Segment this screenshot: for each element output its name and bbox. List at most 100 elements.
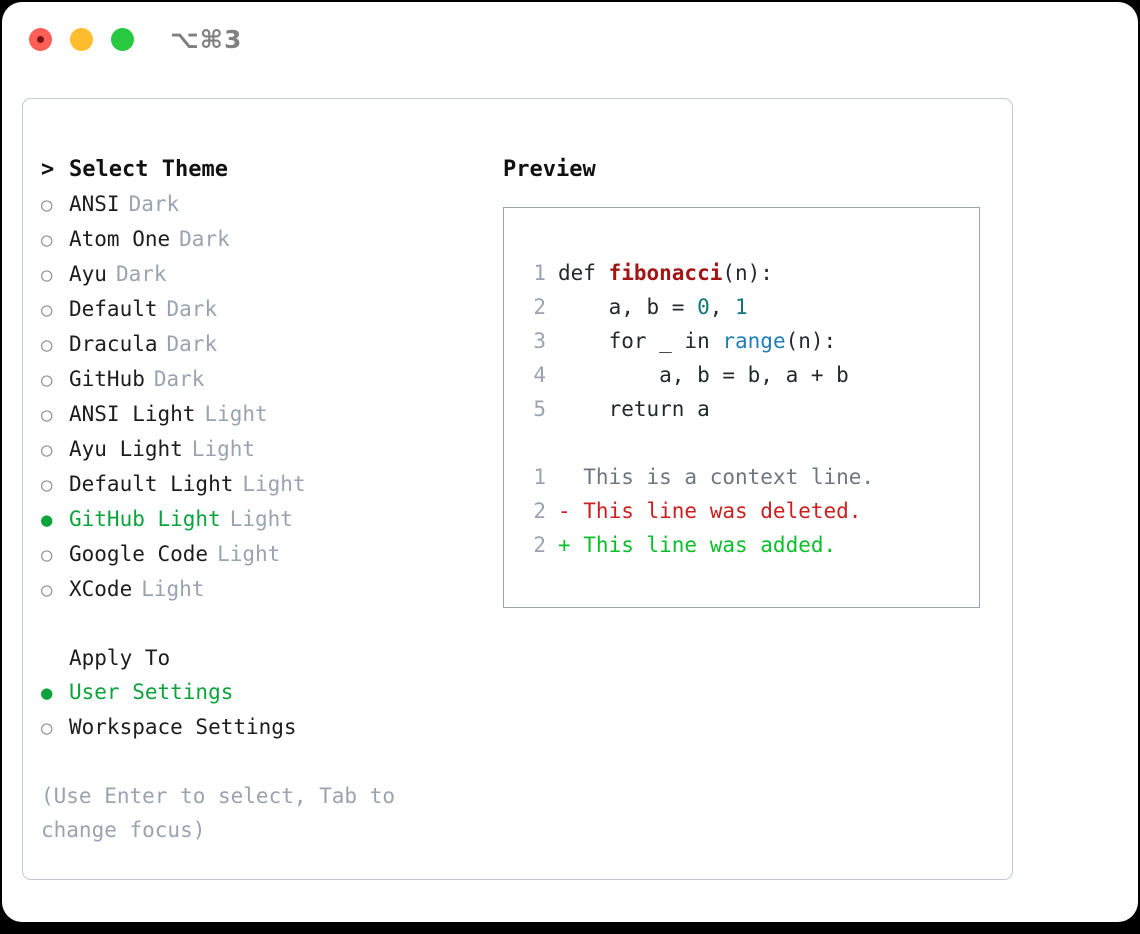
code-token-function: fibonacci <box>608 261 723 285</box>
theme-option-variant-tag: Dark <box>128 192 180 216</box>
theme-option-label: Default Light <box>69 472 234 496</box>
radio-unselected-icon: ○ <box>41 229 53 251</box>
diff-line-number: 2 <box>533 499 546 523</box>
diff-line-content: + This line was added. <box>558 533 837 557</box>
code-token-number: 0 <box>697 295 710 319</box>
theme-option-atom-one[interactable]: ○ Atom One Dark <box>41 222 481 257</box>
diff-line-number: 1 <box>533 465 546 489</box>
theme-option-label: Dracula <box>69 332 158 356</box>
code-token-plain: a, b = <box>558 295 698 319</box>
theme-option-label: Ayu <box>69 262 107 286</box>
diff-sample: 1 This is a context line. 2 - This line wa… <box>524 460 971 562</box>
radio-unselected-icon: ○ <box>41 334 53 356</box>
theme-option-ansi-light[interactable]: ○ ANSI Light Light <box>41 397 481 432</box>
radio-unselected-icon: ○ <box>41 404 53 426</box>
apply-to-list: ● User Settings ○ Workspace Settings <box>41 675 481 745</box>
theme-option-label: GitHub Light <box>69 507 221 531</box>
theme-option-variant-tag: Dark <box>153 367 205 391</box>
radio-unselected-icon: ○ <box>41 369 53 391</box>
theme-option-variant-tag: Dark <box>166 297 218 321</box>
theme-option-default[interactable]: ○ Default Dark <box>41 292 481 327</box>
code-line: 5 return a <box>524 392 971 426</box>
theme-option-default-light[interactable]: ○ Default Light Light <box>41 467 481 502</box>
code-token-plain: (n): <box>722 261 773 285</box>
theme-option-variant-tag: Light <box>191 437 256 461</box>
radio-unselected-icon: ○ <box>41 439 53 461</box>
diff-line-number: 2 <box>533 533 546 557</box>
apply-to-heading: Apply To <box>69 646 171 670</box>
theme-option-label: Default <box>69 297 158 321</box>
code-line-number: 4 <box>533 363 546 387</box>
radio-selected-icon: ● <box>41 509 53 531</box>
radio-unselected-icon: ○ <box>41 194 53 216</box>
code-line: 3 for _ in range(n): <box>524 324 971 358</box>
prompt-caret-icon: > <box>41 157 55 182</box>
theme-option-variant-tag: Light <box>217 542 281 566</box>
diff-line-deleted: 2 - This line was deleted. <box>524 494 971 528</box>
code-token-plain: return a <box>558 397 710 421</box>
select-theme-heading: > Select Theme <box>41 153 481 187</box>
code-line: 4 a, b = b, a + b <box>524 358 971 392</box>
theme-option-label: ANSI Light <box>69 402 196 426</box>
list-spacer <box>41 607 481 641</box>
theme-option-variant-tag: Dark <box>179 227 230 251</box>
code-token-number: 1 <box>735 295 748 319</box>
preview-heading: Preview <box>503 157 596 182</box>
radio-unselected-icon: ○ <box>41 544 53 566</box>
theme-option-label: Google Code <box>69 542 209 566</box>
radio-selected-icon: ● <box>41 682 53 704</box>
diff-line-content: This is a context line. <box>558 465 875 489</box>
title-bar: ⌥⌘3 <box>2 2 1138 80</box>
radio-unselected-icon: ○ <box>41 474 53 496</box>
apply-to-option-label: User Settings <box>69 680 234 704</box>
diff-line-context: 1 This is a context line. <box>524 460 971 494</box>
diff-line-content: - This line was deleted. <box>558 499 862 523</box>
theme-option-ayu-light[interactable]: ○ Ayu Light Light <box>41 432 481 467</box>
apply-to-option-label: Workspace Settings <box>69 715 297 739</box>
minimize-button-icon[interactable] <box>70 28 93 51</box>
hint-text: (Use Enter to select, Tab to change focu… <box>41 784 396 842</box>
apply-to-option-workspace-settings[interactable]: ○ Workspace Settings <box>41 710 481 745</box>
theme-option-label: Atom One <box>69 227 171 251</box>
theme-option-variant-tag: Dark <box>166 332 218 356</box>
traffic-lights <box>29 28 134 51</box>
theme-option-label: XCode <box>69 577 133 601</box>
code-token-builtin: range <box>722 329 786 353</box>
theme-option-variant-tag: Light <box>204 402 268 426</box>
apply-to-option-user-settings[interactable]: ● User Settings <box>41 675 481 710</box>
radio-unselected-icon: ○ <box>41 264 53 286</box>
radio-unselected-icon: ○ <box>41 299 53 321</box>
code-line: 2 a, b = 0, 1 <box>524 290 971 324</box>
code-line-number: 3 <box>533 329 546 353</box>
theme-option-dracula[interactable]: ○ Dracula Dark <box>41 327 481 362</box>
code-line-content: a, b = b, a + b <box>558 358 849 392</box>
maximize-button-icon[interactable] <box>111 28 134 51</box>
theme-option-variant-tag: Light <box>242 472 306 496</box>
theme-option-google-code[interactable]: ○ Google Code Light <box>41 537 481 572</box>
code-line-content: for _ in range(n): <box>558 324 837 358</box>
code-line-content: def fibonacci(n): <box>558 256 773 290</box>
close-button-icon[interactable] <box>29 28 52 51</box>
radio-unselected-icon: ○ <box>41 579 53 601</box>
radio-unselected-icon: ○ <box>41 717 53 739</box>
select-theme-heading-label: Select Theme <box>69 157 228 182</box>
diff-line-added: 2 + This line was added. <box>524 528 971 562</box>
code-token-plain: , <box>709 295 736 319</box>
theme-option-label: Ayu Light <box>69 437 183 461</box>
keyboard-shortcut-label: ⌥⌘3 <box>170 25 243 54</box>
code-token-plain: def <box>558 261 609 285</box>
